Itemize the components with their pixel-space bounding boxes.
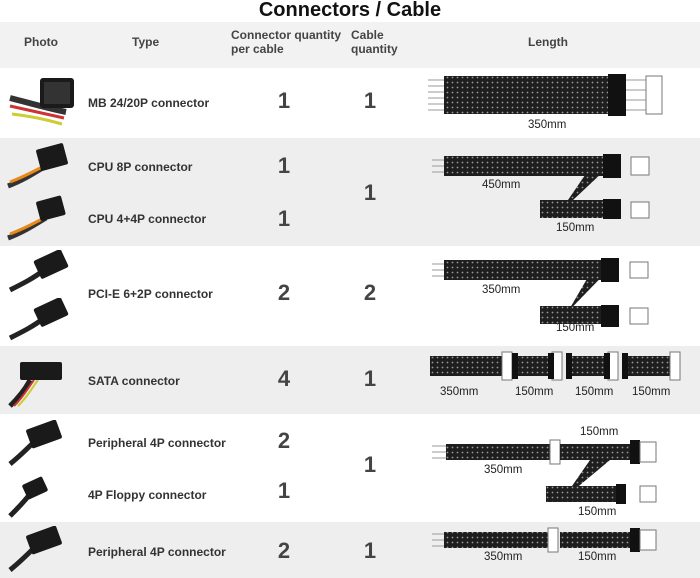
cable-qty-sata: 1: [363, 366, 377, 391]
length-sata-4: 150mm: [632, 386, 671, 398]
connector-qty-peripheral-2: 2: [277, 538, 291, 563]
cpu-cable-diagram: [432, 154, 650, 219]
type-label-floppy: 4P Floppy connector: [88, 488, 207, 502]
page-title: Connectors / Cable: [258, 0, 442, 21]
cable-qty-peripheral-2: 1: [363, 538, 377, 563]
length-sata-1: 350mm: [440, 386, 479, 398]
header-length: Length: [528, 35, 568, 49]
length-cpu-4p4p: 150mm: [556, 222, 595, 234]
length-peripheral-2: 350mm: [484, 464, 523, 476]
connector-qty-cpu-8p: 1: [277, 153, 291, 178]
type-label-mb: MB 24/20P connector: [88, 96, 210, 110]
length-mb: 350mm: [528, 119, 567, 131]
mb-cable-diagram: [428, 74, 663, 116]
connector-qty-peripheral: 2: [277, 428, 291, 453]
length-cpu-8p: 450mm: [482, 179, 521, 191]
connector-qty-mb: 1: [277, 88, 291, 113]
sata-cable-diagram: [430, 351, 681, 381]
type-label-sata: SATA connector: [88, 374, 180, 388]
sata-photo: [8, 362, 62, 408]
peripheral-photo: [8, 420, 62, 466]
header-connector-qty-1: Connector quantity: [231, 28, 341, 42]
header-connector-qty-2: per cable: [231, 42, 284, 56]
cable-qty-pcie: 2: [363, 280, 377, 305]
length-peripheral-b-2: 150mm: [578, 551, 617, 563]
cpu-8p-photo: [7, 143, 68, 189]
cable-qty-cpu: 1: [363, 180, 377, 205]
length-peripheral-b-1: 350mm: [484, 551, 523, 563]
pcie-photo-1: [8, 250, 69, 293]
table-header: Photo Type Connector quantity per cable …: [0, 22, 700, 68]
mb-connector-photo: [9, 78, 74, 126]
header-cable-qty-1: Cable: [351, 28, 384, 42]
header-type: Type: [132, 35, 160, 49]
cpu-4p4p-photo: [7, 195, 66, 241]
type-label-pcie: PCI-E 6+2P connector: [88, 287, 213, 301]
peripheral-cable-diagram: [432, 439, 657, 504]
peripheral-2-photo: [8, 526, 62, 572]
cable-qty-mb: 1: [363, 88, 377, 113]
length-peripheral-1: 150mm: [580, 426, 619, 438]
length-pcie-2: 150mm: [556, 322, 595, 334]
row-band-peripheral-2: [0, 522, 700, 578]
connector-qty-pcie: 2: [277, 280, 291, 305]
type-label-peripheral-2: Peripheral 4P connector: [88, 545, 226, 559]
type-label-peripheral: Peripheral 4P connector: [88, 436, 226, 450]
peripheral-2-cable-diagram: [432, 527, 657, 553]
type-label-cpu-4p4p: CPU 4+4P connector: [88, 212, 207, 226]
type-label-cpu-8p: CPU 8P connector: [88, 160, 193, 174]
pcie-cable-diagram: [432, 258, 649, 327]
cable-qty-peripheral: 1: [363, 452, 377, 477]
pcie-photo-2: [8, 298, 69, 341]
connector-qty-sata: 4: [277, 366, 291, 391]
length-floppy: 150mm: [578, 506, 617, 518]
header-cable-qty-2: quantity: [351, 42, 398, 56]
header-photo: Photo: [24, 35, 58, 49]
length-pcie-1: 350mm: [482, 284, 521, 296]
floppy-photo: [8, 476, 48, 518]
connector-qty-cpu-4p4p: 1: [277, 206, 291, 231]
length-sata-2: 150mm: [515, 386, 554, 398]
length-sata-3: 150mm: [575, 386, 614, 398]
connector-qty-floppy: 1: [277, 478, 291, 503]
